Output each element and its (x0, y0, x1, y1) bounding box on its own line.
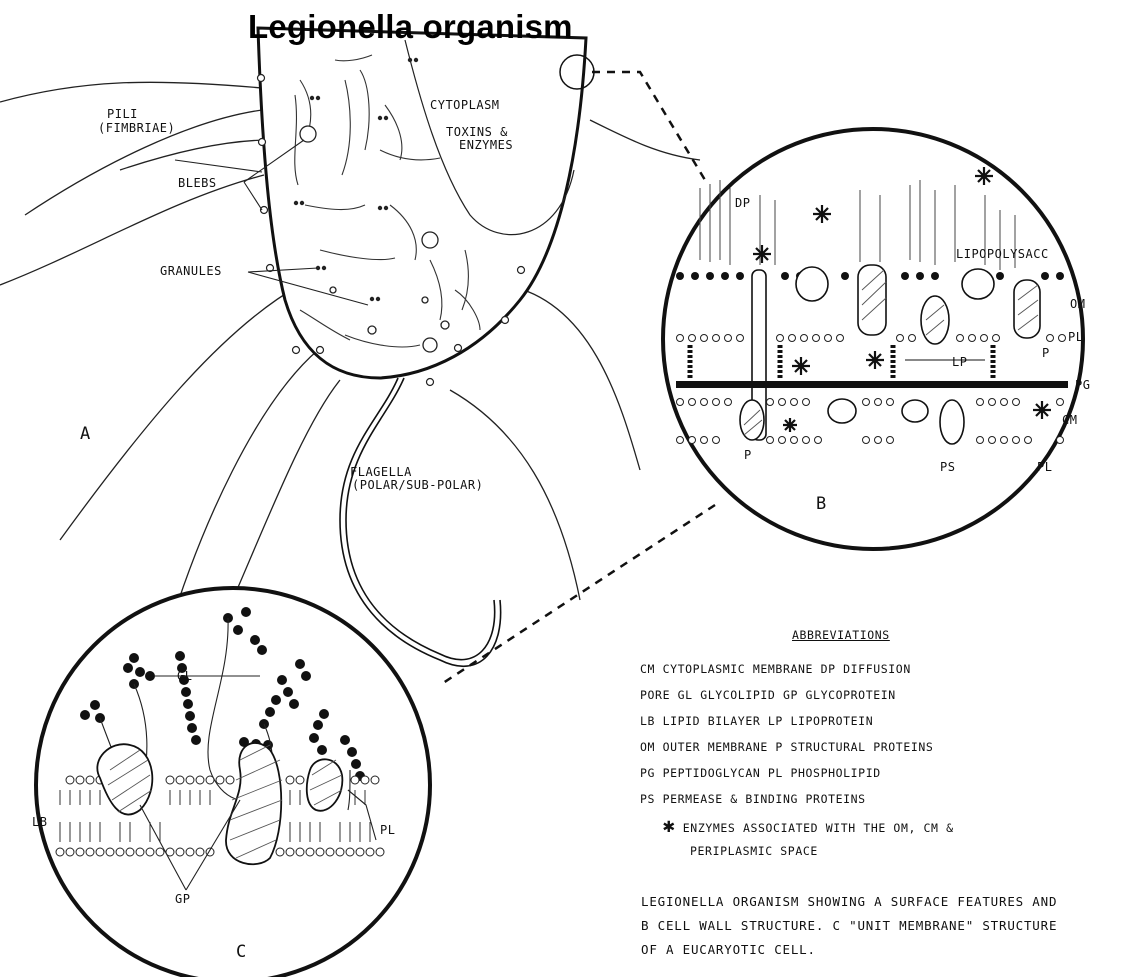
label-gp: GP (175, 892, 190, 906)
label-cm: CM (1062, 413, 1077, 427)
label-cytoplasm: CYTOPLASM (430, 98, 500, 112)
label-fimbriae: (FIMBRIAE) (98, 121, 175, 135)
abbreviation-line: PERIPLASMIC SPACE (640, 838, 1127, 864)
asterisk-icon: ✱ (663, 813, 676, 837)
abbreviations-heading: ABBREVIATIONS (792, 628, 1127, 642)
label-pl-bottom: PL (1037, 460, 1052, 474)
label-toxins: TOXINS & (446, 125, 508, 139)
panel-b-letter: B (816, 497, 827, 511)
panel-c (36, 588, 430, 977)
label-lb: LB (32, 815, 47, 829)
label-p-top: P (1042, 346, 1050, 360)
abbreviation-line: CM CYTOPLASMIC MEMBRANE DP DIFFUSION (640, 656, 1127, 682)
diagram-title: Legionella organism (248, 8, 573, 46)
label-pl-top: PL (1068, 330, 1083, 344)
label-lipopolysacc: LIPOPOLYSACC (956, 247, 1049, 261)
label-ps: PS (940, 460, 955, 474)
abbreviation-star-line: ✱ ENZYMES ASSOCIATED WITH THE OM, CM & (640, 812, 1127, 838)
abbreviation-line: PG PEPTIDOGLYCAN PL PHOSPHOLIPID (640, 760, 1127, 786)
label-pl-c: PL (380, 823, 395, 837)
panel-b (560, 55, 1083, 549)
label-gl: GL (177, 669, 192, 683)
label-pg: PG (1075, 378, 1090, 392)
figure-caption: LEGIONELLA ORGANISM SHOWING A SURFACE FE… (641, 890, 1057, 962)
label-flagella-sub: (POLAR/SUB-POLAR) (352, 478, 483, 492)
label-lp: LP (952, 355, 967, 369)
flagellum (340, 378, 501, 666)
abbreviation-line: OM OUTER MEMBRANE P STRUCTURAL PROTEINS (640, 734, 1127, 760)
label-dp: DP (735, 196, 750, 210)
abbreviations-block: ABBREVIATIONS CM CYTOPLASMIC MEMBRANE DP… (640, 628, 1127, 864)
label-enzymes: ENZYMES (459, 138, 513, 152)
label-flagella: FLAGELLA (350, 465, 412, 479)
caption-line: OF A EUCARYOTIC CELL. (641, 938, 1057, 962)
label-pili: PILI (107, 107, 138, 121)
abbreviation-line: PORE GL GLYCOLIPID GP GLYCOPROTEIN (640, 682, 1127, 708)
abbreviation-line: PS PERMEASE & BINDING PROTEINS (640, 786, 1127, 812)
label-om: OM (1070, 297, 1085, 311)
caption-line: B CELL WALL STRUCTURE. C "UNIT MEMBRANE"… (641, 914, 1057, 938)
abbreviation-line: LB LIPID BILAYER LP LIPOPROTEIN (640, 708, 1127, 734)
label-blebs: BLEBS (178, 176, 217, 190)
abbreviation-star-text: ENZYMES ASSOCIATED WITH THE OM, CM & (683, 821, 954, 835)
panel-a-letter: A (80, 427, 91, 441)
label-granules: GRANULES (160, 264, 222, 278)
cell-body (258, 28, 587, 386)
panel-c-letter: C (236, 945, 247, 959)
caption-line: LEGIONELLA ORGANISM SHOWING A SURFACE FE… (641, 890, 1057, 914)
label-p-bottom: P (744, 448, 752, 462)
